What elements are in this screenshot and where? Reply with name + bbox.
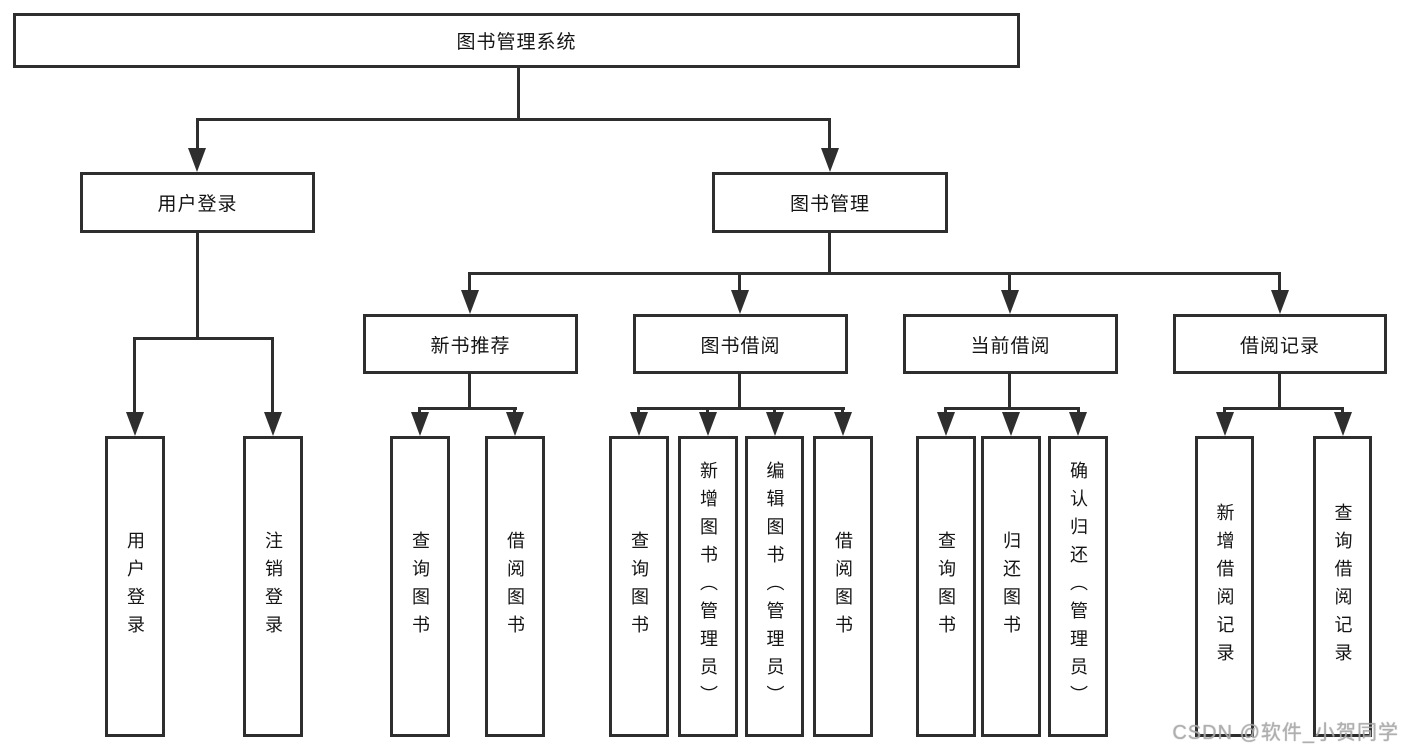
node-query-books-borrowing-label: 查询图书 — [629, 530, 649, 643]
connector-shaft-borrow-records — [1278, 272, 1281, 294]
connector-shaft-user-login-action — [133, 337, 136, 415]
arrowhead-borrow-records — [1271, 290, 1289, 314]
node-user-login-label: 用户登录 — [157, 194, 238, 215]
node-query-books-recommend: 查询图书 — [390, 436, 450, 737]
connector-shaft-query-borrow-record — [1341, 407, 1344, 416]
connector-current-bar — [944, 407, 1080, 410]
node-add-borrow-record: 新增借阅记录 — [1195, 436, 1254, 737]
node-confirm-return-admin-label: 确认归还（管理员） — [1068, 460, 1088, 713]
connector-user-login-bar — [133, 337, 274, 340]
connector-shaft-new-book-recommend — [468, 272, 471, 294]
arrowhead-confirm-return-admin — [1069, 412, 1087, 436]
arrowhead-book-borrowing — [731, 290, 749, 314]
connector-recommend-stem — [468, 374, 471, 410]
arrowhead-query-borrow-record — [1334, 412, 1352, 436]
node-query-borrow-record-label: 查询借阅记录 — [1332, 502, 1353, 671]
node-current-borrowing-label: 当前借阅 — [970, 335, 1051, 357]
node-borrow-books-recommend: 借阅图书 — [485, 436, 545, 737]
connector-shaft-user-login — [196, 118, 199, 152]
watermark-text: CSDN @软件_小贺同学 — [1172, 722, 1399, 744]
connector-shaft-query-books-borrowing — [637, 407, 640, 416]
connector-current-stem — [1008, 374, 1011, 410]
arrowhead-user-login — [188, 148, 206, 172]
arrowhead-borrow-books — [834, 412, 852, 436]
node-book-borrowing: 图书借阅 — [633, 314, 848, 374]
node-user-login-action-label: 用户登录 — [125, 530, 145, 643]
node-edit-books-admin: 编辑图书（管理员） — [745, 436, 804, 737]
node-query-books-recommend-label: 查询图书 — [410, 530, 430, 643]
node-user-login: 用户登录 — [80, 172, 315, 233]
connector-records-stem — [1278, 374, 1281, 410]
node-borrow-records-label: 借阅记录 — [1239, 335, 1320, 357]
node-library-system: 图书管理系统 — [13, 13, 1020, 68]
connector-shaft-logout-action — [271, 337, 274, 415]
node-logout-action-label: 注销登录 — [263, 530, 283, 643]
node-logout-action: 注销登录 — [243, 436, 303, 737]
arrowhead-user-login-action — [126, 412, 144, 436]
arrowhead-logout-action — [264, 412, 282, 436]
arrowhead-edit-books-admin — [766, 412, 784, 436]
connector-shaft-add-borrow-record — [1223, 407, 1226, 416]
node-query-borrow-record: 查询借阅记录 — [1313, 436, 1372, 737]
connector-root-bar — [196, 118, 831, 121]
arrowhead-book-management — [821, 148, 839, 172]
node-add-books-admin: 新增图书（管理员） — [678, 436, 738, 737]
arrowhead-current-borrowing — [1001, 290, 1019, 314]
node-new-book-recommend: 新书推荐 — [363, 314, 578, 374]
connector-book-management-stem — [828, 233, 831, 275]
arrowhead-return-books — [1002, 412, 1020, 436]
arrowhead-query-books-borrowing — [630, 412, 648, 436]
node-add-books-admin-label: 新增图书（管理员） — [698, 460, 718, 713]
node-borrow-books-label: 借阅图书 — [833, 530, 853, 643]
node-library-system-label: 图书管理系统 — [456, 32, 577, 53]
connector-borrowing-bar — [637, 407, 845, 410]
connector-shaft-current-borrowing — [1008, 272, 1011, 294]
node-current-borrowing: 当前借阅 — [903, 314, 1118, 374]
connector-shaft-book-borrowing — [738, 272, 741, 294]
connector-root-stem — [517, 68, 520, 118]
arrowhead-add-books-admin — [699, 412, 717, 436]
node-user-login-action: 用户登录 — [105, 436, 165, 737]
arrowhead-new-book-recommend — [461, 290, 479, 314]
connector-shaft-borrow-books — [841, 407, 844, 416]
node-query-books-current-label: 查询图书 — [936, 530, 956, 643]
connector-shaft-confirm-return-admin — [1077, 407, 1080, 416]
connector-shaft-edit-books-admin — [773, 407, 776, 416]
connector-recommend-bar — [418, 407, 517, 410]
connector-records-bar — [1223, 407, 1344, 410]
connector-shaft-query-books-recommend — [418, 407, 421, 416]
node-borrow-books: 借阅图书 — [813, 436, 873, 737]
arrowhead-add-borrow-record — [1216, 412, 1234, 436]
node-borrow-books-recommend-label: 借阅图书 — [505, 530, 525, 643]
node-return-books: 归还图书 — [981, 436, 1041, 737]
node-confirm-return-admin: 确认归还（管理员） — [1048, 436, 1108, 737]
connector-shaft-book-management — [828, 118, 831, 152]
node-book-management-label: 图书管理 — [789, 194, 870, 215]
node-borrow-records: 借阅记录 — [1173, 314, 1387, 374]
arrowhead-query-books-current — [937, 412, 955, 436]
node-new-book-recommend-label: 新书推荐 — [430, 335, 511, 357]
connector-book-management-bar — [468, 272, 1281, 275]
connector-user-login-stem — [196, 233, 199, 340]
arrowhead-borrow-books-recommend — [506, 412, 524, 436]
node-book-management: 图书管理 — [712, 172, 948, 233]
arrowhead-query-books-recommend — [411, 412, 429, 436]
connector-shaft-borrow-books-recommend — [513, 407, 516, 416]
node-query-books-current: 查询图书 — [916, 436, 976, 737]
node-return-books-label: 归还图书 — [1001, 530, 1021, 643]
connector-shaft-add-books-admin — [706, 407, 709, 416]
node-edit-books-admin-label: 编辑图书（管理员） — [764, 460, 785, 713]
node-book-borrowing-label: 图书借阅 — [700, 335, 781, 357]
node-query-books-borrowing: 查询图书 — [609, 436, 669, 737]
node-add-borrow-record-label: 新增借阅记录 — [1214, 502, 1235, 671]
connector-borrowing-stem — [738, 374, 741, 410]
connector-shaft-query-books-current — [944, 407, 947, 416]
